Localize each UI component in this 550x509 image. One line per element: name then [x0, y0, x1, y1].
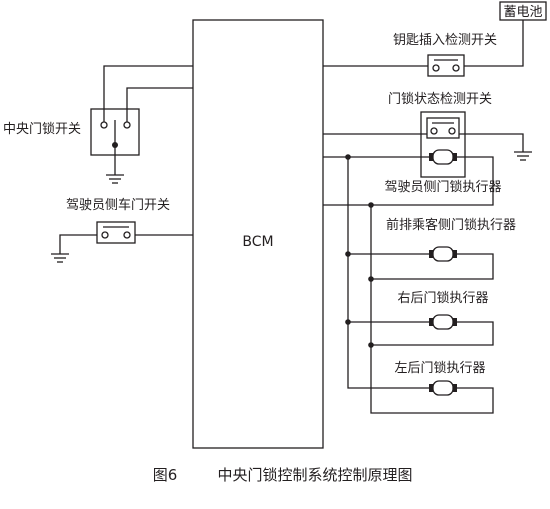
junction-bus-b-rear-right	[368, 342, 374, 348]
central-switch-label: 中央门锁开关	[3, 121, 81, 137]
rear-right-actuator: 右后门锁执行器	[397, 290, 489, 330]
central-lock-switch: 中央门锁开关	[3, 65, 193, 184]
rear-left-actuator-label: 左后门锁执行器	[394, 360, 485, 376]
junction-bus-b-front	[368, 276, 374, 282]
wire-front-passenger-b	[371, 253, 494, 280]
door-switch-ground-icon	[51, 253, 69, 263]
wire-rear-right-b	[371, 321, 494, 346]
junction-bus-a-top	[345, 154, 351, 160]
motor-icon	[432, 246, 454, 262]
junction-bus-b-top	[368, 202, 374, 208]
key-insert-switch: 钥匙插入检测开关	[323, 20, 524, 77]
driver-door-switch-label: 驾驶员侧车门开关	[66, 197, 170, 213]
wire-central-switch-right	[126, 87, 193, 122]
rear-left-actuator: 左后门锁执行器	[394, 360, 486, 396]
front-passenger-actuator: 前排乘客侧门锁执行器	[386, 217, 516, 262]
lock-status-switch-label: 门锁状态检测开关	[388, 91, 492, 107]
battery: 蓄电池	[499, 1, 547, 21]
driver-actuator-label: 驾驶员侧门锁执行器	[384, 179, 501, 195]
bcm-module: BCM	[192, 19, 324, 449]
key-switch-contact-left	[432, 64, 440, 72]
wire-key-switch-battery	[464, 20, 524, 67]
motor-icon	[432, 149, 454, 165]
motor-icon	[432, 314, 454, 330]
lock-status-ground-icon	[514, 151, 532, 161]
figure-caption: 图6 中央门锁控制系统控制原理图	[153, 466, 413, 484]
wire-bus-a	[347, 157, 430, 389]
rear-right-actuator-label: 右后门锁执行器	[397, 290, 488, 306]
driver-door-contact-left	[101, 231, 109, 239]
driver-actuator: 驾驶员侧门锁执行器	[384, 149, 502, 195]
bcm-label: BCM	[242, 234, 273, 250]
figure-title: 中央门锁控制系统控制原理图	[217, 466, 412, 484]
wire-lock-status-ground	[459, 133, 524, 152]
figure-number: 图6	[153, 466, 178, 484]
lock-status-contact-right	[448, 127, 456, 135]
central-switch-contact-left	[100, 121, 108, 129]
actuator-wiring	[323, 154, 494, 414]
battery-label: 蓄电池	[503, 5, 542, 20]
key-switch-contact-right	[452, 64, 460, 72]
lock-status-switch: 门锁状态检测开关	[323, 91, 532, 178]
wire-door-switch-ground	[59, 234, 97, 254]
central-switch-contact-right	[123, 121, 131, 129]
wire-driver-actuator-return	[323, 156, 494, 206]
junction-bus-a-front	[345, 251, 351, 257]
driver-door-contact-right	[123, 231, 131, 239]
lock-status-switch-box	[426, 117, 460, 139]
front-passenger-actuator-label: 前排乘客侧门锁执行器	[386, 217, 516, 233]
driver-door-switch: 驾驶员侧车门开关	[51, 197, 193, 263]
key-switch-label: 钥匙插入检测开关	[393, 33, 497, 48]
central-switch-ground-icon	[106, 174, 124, 184]
bcm-box	[192, 19, 324, 449]
wire-bus-b	[370, 205, 494, 414]
junction-bus-a-rear-right	[345, 319, 351, 325]
lock-status-contact-left	[430, 127, 438, 135]
motor-icon	[432, 380, 454, 396]
wire-central-switch-left	[103, 65, 193, 122]
